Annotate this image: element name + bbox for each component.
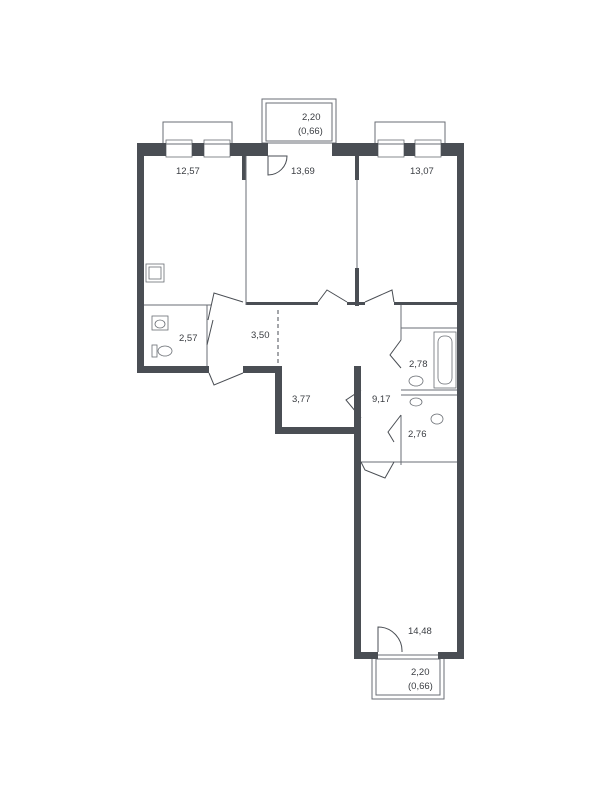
- room-label-bottom: 14,48: [408, 626, 432, 637]
- doors: [206, 155, 403, 653]
- room-label-top-left: 12,57: [176, 166, 200, 177]
- room-label-toilet-right: 2,76: [408, 429, 427, 440]
- balcony-bottom-label: 2,20: [411, 667, 430, 678]
- room-label-storage: 3,77: [292, 394, 311, 405]
- interior-walls: [144, 156, 457, 465]
- balcony-bottom-reduced-label: (0,66): [408, 681, 433, 692]
- kitchen-sink-icon: [145, 263, 165, 283]
- room-label-corridor: 9,17: [372, 394, 391, 405]
- bathtub-icon: [433, 331, 457, 389]
- room-label-bathroom-right: 2,78: [409, 359, 428, 370]
- washbasin-right-icon: [408, 375, 424, 387]
- toilet-icon: [151, 344, 173, 358]
- exterior-walls: [137, 143, 464, 659]
- room-label-bathroom-left: 2,57: [179, 333, 198, 344]
- balcony-top: [261, 98, 337, 144]
- balcony-top-reduced-label: (0,66): [298, 126, 323, 137]
- balcony-top-label: 2,20: [302, 112, 321, 123]
- toilet-right-icon: [409, 397, 444, 425]
- balcony-bottom: [371, 654, 445, 700]
- room-label-top-middle: 13,69: [291, 166, 315, 177]
- room-label-hall-left: 3,50: [251, 330, 270, 341]
- washbasin-icon: [151, 315, 169, 331]
- room-label-top-right: 13,07: [410, 166, 434, 177]
